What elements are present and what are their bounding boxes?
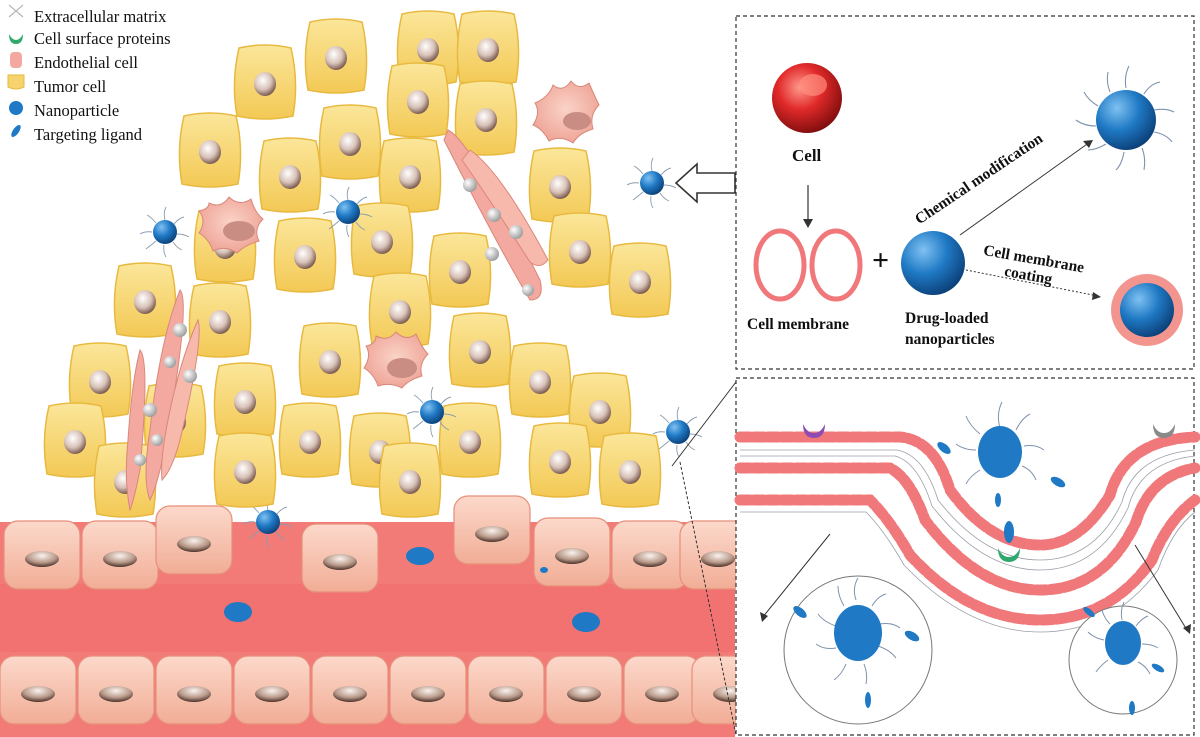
legend-item-cell-surface-proteins: Cell surface proteins	[8, 28, 171, 50]
receptor-cup-icon	[9, 34, 23, 44]
receptor-green-icon	[998, 521, 1020, 562]
drug-loaded-nanoparticle-icon	[901, 231, 965, 295]
panel-membrane-coating	[735, 15, 1195, 370]
drug-loaded-label-line2: nanoparticles	[905, 331, 995, 348]
targeted-nanoparticle-membrane	[937, 401, 1066, 507]
lipid-bilayer	[734, 431, 1200, 633]
modified-nanoparticle-icon	[1075, 65, 1175, 171]
coated-nanoparticle-icon	[1111, 274, 1183, 346]
spindle-cells	[125, 129, 549, 512]
legend-label: Extracellular matrix	[34, 7, 167, 26]
cell-label: Cell	[792, 146, 822, 165]
cell-membrane-label: Cell membrane	[747, 316, 850, 333]
legend-label: Targeting ligand	[34, 125, 143, 144]
x-fiber-icon	[8, 4, 24, 18]
legend-item-endothelial-cell: Endothelial cell	[8, 52, 138, 74]
panel-endocytosis	[734, 377, 1200, 736]
receptor-grey-icon	[1153, 424, 1175, 438]
endothelial-bottom-row	[0, 655, 769, 725]
vessel-nanoparticles	[224, 496, 600, 632]
hollow-arrow	[674, 162, 736, 204]
legend-label: Cell surface proteins	[34, 29, 171, 48]
nanoparticle-icon	[9, 101, 23, 115]
legend-label: Nanoparticle	[34, 101, 120, 120]
blood-vessel	[0, 495, 769, 737]
stromal-cells	[198, 80, 600, 389]
legend-icons	[7, 4, 25, 137]
membrane-ghosts-icon	[753, 228, 863, 302]
legend-item-targeting-ligand: Targeting ligand	[8, 124, 142, 146]
ligand-icon	[11, 125, 21, 137]
legend-item-tumor-cell: Tumor cell	[8, 76, 106, 98]
legend-label: Tumor cell	[34, 77, 107, 96]
legend-label: Endothelial cell	[34, 53, 139, 72]
drug-loaded-label-line1: Drug-loaded	[905, 310, 989, 327]
plus-sign: +	[872, 244, 890, 277]
tumor-cell-icon	[7, 74, 25, 90]
endosome-left	[783, 575, 933, 725]
receptor-purple-icon	[803, 424, 825, 438]
legend-item-nanoparticle: Nanoparticle	[8, 100, 119, 122]
zoom-line-upper	[671, 381, 737, 467]
endothelial-cell-icon	[10, 52, 22, 68]
zoom-line-lower	[679, 461, 737, 736]
red-cell-icon	[772, 63, 842, 133]
legend-item-extracellular-matrix: Extracellular matrix	[8, 6, 166, 28]
endosome-right	[1068, 601, 1178, 715]
